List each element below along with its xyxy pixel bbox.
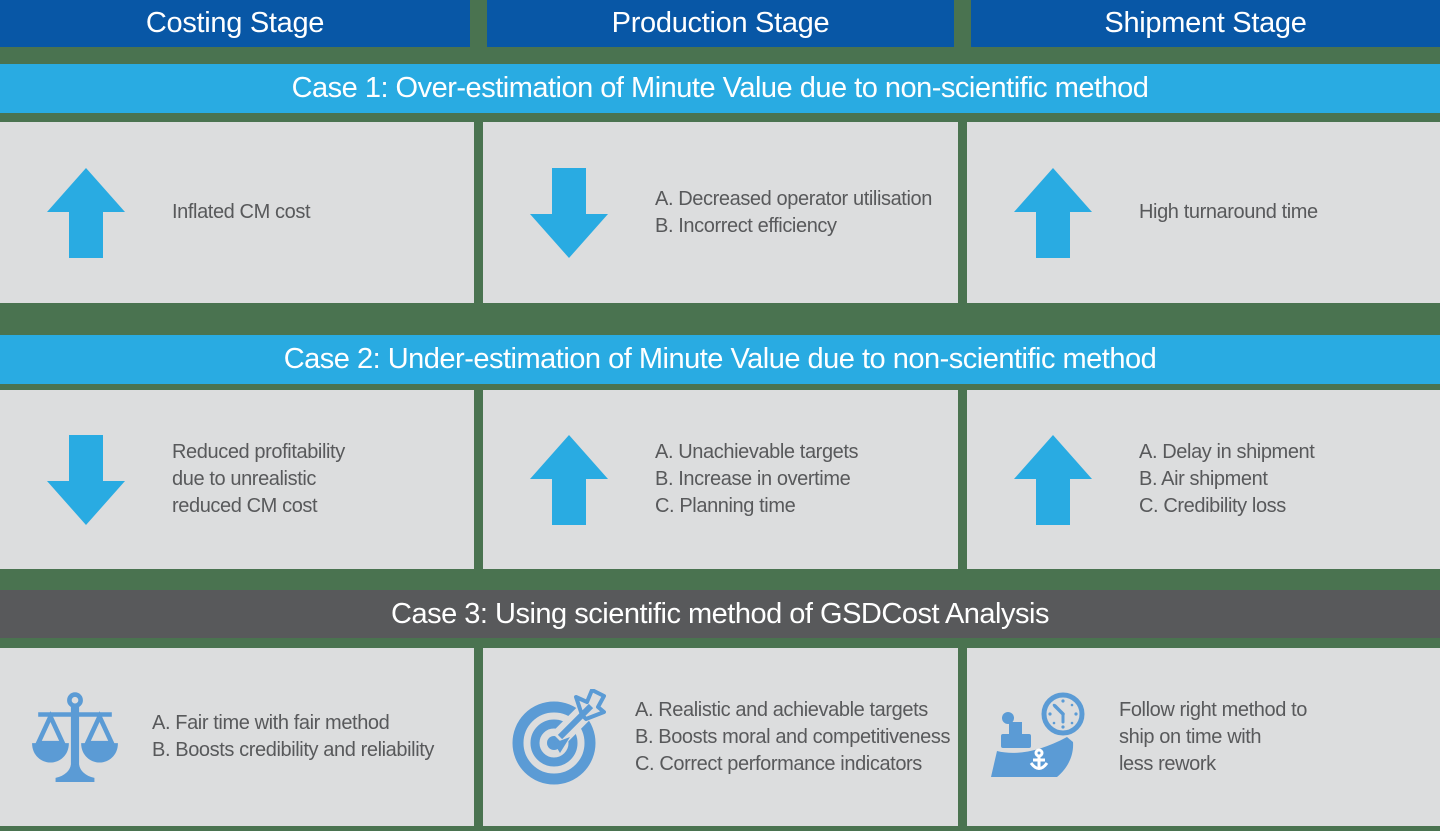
stage-header-label: Production Stage [611, 7, 830, 39]
cell-text-line: A. Realistic and achievable targets [635, 698, 928, 721]
cell-text-line: B. Incorrect efficiency [655, 214, 837, 237]
cell-text: A. Decreased operator utilisation B. Inc… [655, 186, 932, 240]
cell-text-line: Reduced profitability [172, 441, 345, 463]
balance-scale-icon [12, 691, 138, 783]
target-arrow-icon [495, 689, 621, 785]
cell-text-line: Inflated CM cost [172, 201, 311, 223]
case1-costing-cell: Inflated CM cost [0, 122, 474, 303]
cell-text-line: due to unrealistic [172, 468, 317, 490]
cell-text: High turnaround time [1139, 199, 1318, 226]
cell-text: Follow right method to ship on time with… [1119, 697, 1307, 778]
stage-header-costing: Costing Stage [0, 0, 470, 47]
cell-text-line: ship on time with [1119, 725, 1262, 748]
cell-text-line: B. Air shipment [1139, 468, 1268, 490]
cell-text-line: less rework [1119, 752, 1216, 775]
stage-header-label: Shipment Stage [1104, 7, 1307, 39]
ship-clock-icon [979, 689, 1105, 785]
cell-text-line: C. Planning time [655, 495, 796, 517]
cell-text-line: Follow right method to [1119, 698, 1307, 721]
up-arrow-icon [983, 434, 1123, 525]
case1-banner: Case 1: Over-estimation of Minute Value … [0, 64, 1440, 113]
down-arrow-icon [16, 434, 156, 525]
cell-text-line: A. Fair time with fair method [152, 712, 390, 734]
case2-costing-cell: Reduced profitability due to unrealistic… [0, 390, 474, 569]
cell-text: A. Delay in shipment B. Air shipment C. … [1139, 439, 1315, 520]
case2-row: Reduced profitability due to unrealistic… [0, 390, 1440, 569]
up-arrow-icon [499, 434, 639, 525]
cell-text-line: reduced CM cost [172, 495, 318, 517]
case2-banner: Case 2: Under-estimation of Minute Value… [0, 335, 1440, 384]
cell-text: A. Unachievable targets B. Increase in o… [655, 439, 859, 520]
stage-header-shipment: Shipment Stage [971, 0, 1440, 47]
cell-text: A. Fair time with fair method B. Boosts … [152, 710, 434, 764]
case3-row: A. Fair time with fair method B. Boosts … [0, 648, 1440, 826]
case1-row: Inflated CM cost A. Decreased operator u… [0, 122, 1440, 303]
stage-header-production: Production Stage [487, 0, 954, 47]
case3-costing-cell: A. Fair time with fair method B. Boosts … [0, 648, 474, 826]
cell-text-line: A. Decreased operator utilisation [655, 187, 932, 210]
stage-header-label: Costing Stage [145, 7, 325, 39]
up-arrow-icon [16, 167, 156, 258]
down-arrow-icon [499, 167, 639, 258]
case1-shipment-cell: High turnaround time [967, 122, 1440, 303]
case3-shipment-cell: Follow right method to ship on time with… [967, 648, 1440, 826]
cell-text: Inflated CM cost [172, 199, 311, 226]
cell-text-line: C. Credibility loss [1139, 495, 1286, 517]
up-arrow-icon [983, 167, 1123, 258]
cell-text: Reduced profitability due to unrealistic… [172, 439, 345, 520]
cell-text-line: High turnaround time [1139, 201, 1318, 223]
case1-production-cell: A. Decreased operator utilisation B. Inc… [483, 122, 958, 303]
case3-banner: Case 3: Using scientific method of GSDCo… [0, 590, 1440, 638]
case3-production-cell: A. Realistic and achievable targets B. B… [483, 648, 958, 826]
cell-text-line: A. Delay in shipment [1139, 441, 1315, 463]
cell-text-line: B. Increase in overtime [655, 468, 851, 490]
case2-shipment-cell: A. Delay in shipment B. Air shipment C. … [967, 390, 1440, 569]
cell-text-line: B. Boosts credibility and reliability [152, 739, 434, 761]
cell-text: A. Realistic and achievable targets B. B… [635, 697, 950, 778]
case2-production-cell: A. Unachievable targets B. Increase in o… [483, 390, 958, 569]
cell-text-line: C. Correct performance indicators [635, 752, 922, 775]
cell-text-line: A. Unachievable targets [655, 441, 859, 463]
stage-headers-row: Costing Stage Production Stage Shipment … [0, 0, 1440, 47]
cell-text-line: B. Boosts moral and competitiveness [635, 725, 951, 748]
